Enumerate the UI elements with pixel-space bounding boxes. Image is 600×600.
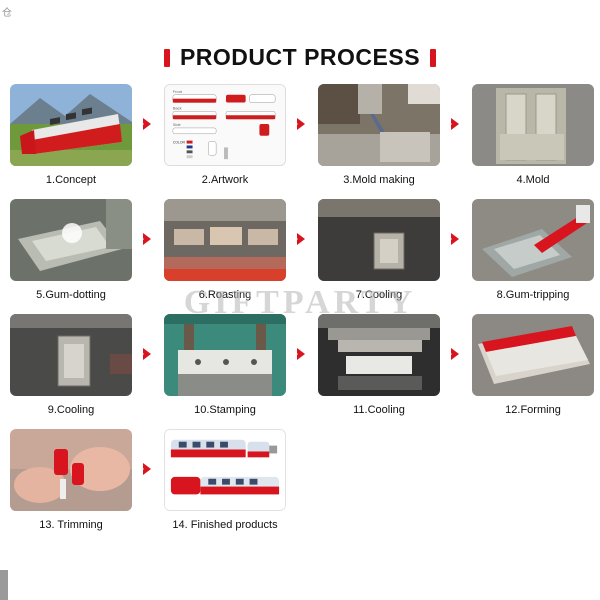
step-label: 12.Forming (505, 404, 561, 416)
step-label: 1.Concept (45, 174, 97, 186)
step-roasting: 6.Roasting (164, 199, 286, 301)
arrow-icon (448, 233, 459, 245)
step-label: 9.Cooling (47, 404, 95, 416)
artwork-front-label: Front (173, 89, 183, 94)
step-mold: 4.Mold (472, 84, 594, 186)
concept-image (10, 84, 132, 166)
arrow-icon (140, 118, 151, 130)
page-title: PRODUCT PROCESS (179, 44, 421, 70)
arrow-icon (294, 118, 305, 130)
step-label: 3.Mold making (343, 174, 415, 186)
mold-image (472, 84, 594, 166)
artwork-image: Front Back Side COLOR (164, 84, 286, 166)
artwork-back-label: Back (173, 105, 182, 110)
forming-image (472, 314, 594, 396)
stamping-image (164, 314, 286, 396)
corner-text: 仓 (2, 8, 12, 19)
arrow-icon (140, 463, 151, 475)
step-trimming: 13. Trimming (10, 429, 132, 531)
page-header: PRODUCT PROCESS (0, 44, 600, 71)
artwork-color-label: COLOR (173, 141, 186, 145)
gum-tripping-image (472, 199, 594, 281)
cooling-image (318, 199, 440, 281)
arrow-icon (294, 233, 305, 245)
step-label: 8.Gum-tripping (496, 289, 570, 301)
arrow-icon (448, 348, 459, 360)
step-forming: 12.Forming (472, 314, 594, 416)
step-label: 11.Cooling (353, 404, 405, 416)
artwork-side-label: Side (173, 122, 181, 127)
gum-dotting-image (10, 199, 132, 281)
arrow-icon (294, 348, 305, 360)
title-left-bar (163, 48, 170, 67)
arrow-icon (448, 118, 459, 130)
step-gum-tripping: 8.Gum-tripping (472, 199, 594, 301)
step-label: 5.Gum-dotting (36, 289, 106, 301)
step-cooling-1: 7.Cooling (318, 199, 440, 301)
mold-making-image (318, 84, 440, 166)
step-mold-making: 3.Mold making (318, 84, 440, 186)
step-label: 6.Roasting (198, 289, 252, 301)
corner-mark (0, 570, 8, 600)
step-label: 10.Stamping (194, 404, 256, 416)
arrow-icon (140, 348, 151, 360)
step-cooling-3: 11.Cooling (318, 314, 440, 416)
title-right-bar (430, 48, 437, 67)
step-label: 4.Mold (516, 174, 550, 186)
step-label: 13. Trimming (39, 519, 103, 531)
step-cooling-2: 9.Cooling (10, 314, 132, 416)
step-finished-products: 14. Finished products (164, 429, 286, 531)
cooling-image (10, 314, 132, 396)
step-artwork: Front Back Side COLOR 2.Artwork (164, 84, 286, 186)
arrow-icon (140, 233, 151, 245)
trimming-image (10, 429, 132, 511)
cooling-image (318, 314, 440, 396)
finished-products-image (164, 429, 286, 511)
step-label: 7.Cooling (355, 289, 403, 301)
step-gum-dotting: 5.Gum-dotting (10, 199, 132, 301)
step-label: 14. Finished products (172, 519, 278, 531)
step-label: 2.Artwork (201, 174, 249, 186)
step-concept: 1.Concept (10, 84, 132, 186)
step-stamping: 10.Stamping (164, 314, 286, 416)
roasting-image (164, 199, 286, 281)
